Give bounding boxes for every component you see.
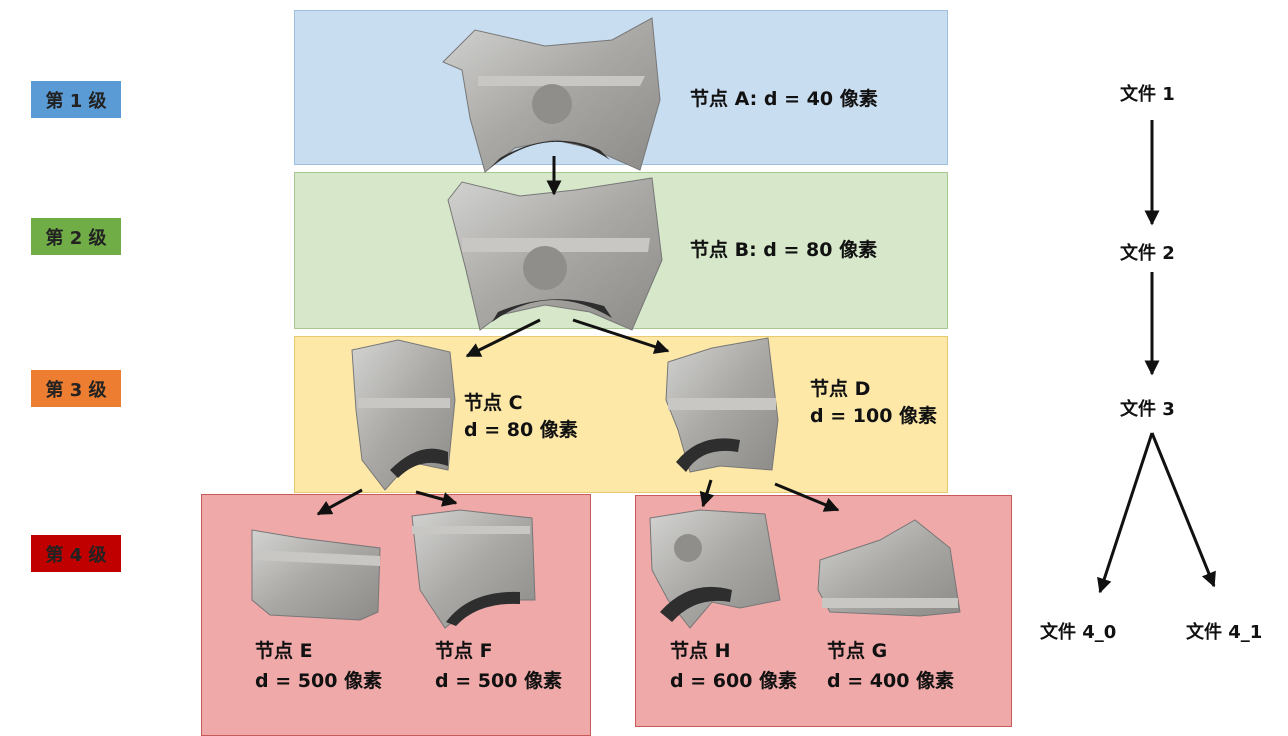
node-c-name: 节点 C	[464, 392, 523, 414]
arrow-b-c	[465, 318, 541, 358]
node-g-distance: d = 400 像素	[827, 670, 955, 692]
node-c-distance: d = 80 像素	[464, 419, 578, 441]
node-b-image	[447, 177, 663, 331]
node-d-name: 节点 D	[810, 378, 871, 400]
node-f-label: 节点 F d = 500 像素	[435, 636, 562, 696]
node-f-name: 节点 F	[435, 640, 493, 662]
node-h-image	[649, 509, 781, 629]
arrow-file3-file40	[1097, 432, 1154, 594]
node-c-image	[351, 339, 456, 491]
level-1-badge: 第 1 级	[31, 81, 121, 118]
node-a-image	[442, 17, 661, 173]
node-g-name: 节点 G	[827, 640, 888, 662]
node-d-image	[665, 337, 779, 473]
file-2-label: 文件 2	[1120, 243, 1175, 264]
level-3-badge: 第 3 级	[31, 370, 121, 407]
node-c-label: 节点 C d = 80 像素	[464, 390, 578, 444]
arrow-b-d	[572, 318, 670, 354]
node-b-label: 节点 B: d = 80 像素	[690, 239, 878, 261]
node-f-distance: d = 500 像素	[435, 670, 563, 692]
node-e-image	[251, 529, 381, 621]
arrow-c-f	[415, 490, 458, 507]
arrow-d-h	[699, 479, 715, 508]
node-d-distance: d = 100 像素	[810, 405, 938, 427]
arrow-d-g	[774, 482, 840, 512]
file-4-0-label: 文件 4_0	[1040, 622, 1117, 643]
node-h-label: 节点 H d = 600 像素	[670, 636, 797, 696]
node-e-label: 节点 E d = 500 像素	[255, 636, 382, 696]
node-h-name: 节点 H	[670, 640, 731, 662]
node-f-image	[411, 509, 536, 629]
file-4-1-label: 文件 4_1	[1186, 622, 1263, 643]
node-g-label: 节点 G d = 400 像素	[827, 636, 954, 696]
node-h-distance: d = 600 像素	[670, 670, 798, 692]
node-a-label: 节点 A: d = 40 像素	[690, 88, 878, 110]
level-4-badge: 第 4 级	[31, 535, 121, 572]
node-e-name: 节点 E	[255, 640, 313, 662]
level-2-badge: 第 2 级	[31, 218, 121, 255]
node-d-label: 节点 D d = 100 像素	[810, 376, 937, 430]
arrow-c-e	[316, 488, 363, 516]
node-e-distance: d = 500 像素	[255, 670, 383, 692]
file-1-label: 文件 1	[1120, 84, 1175, 105]
file-3-label: 文件 3	[1120, 399, 1175, 420]
node-g-image	[817, 519, 961, 617]
arrow-file3-file41	[1150, 432, 1216, 588]
